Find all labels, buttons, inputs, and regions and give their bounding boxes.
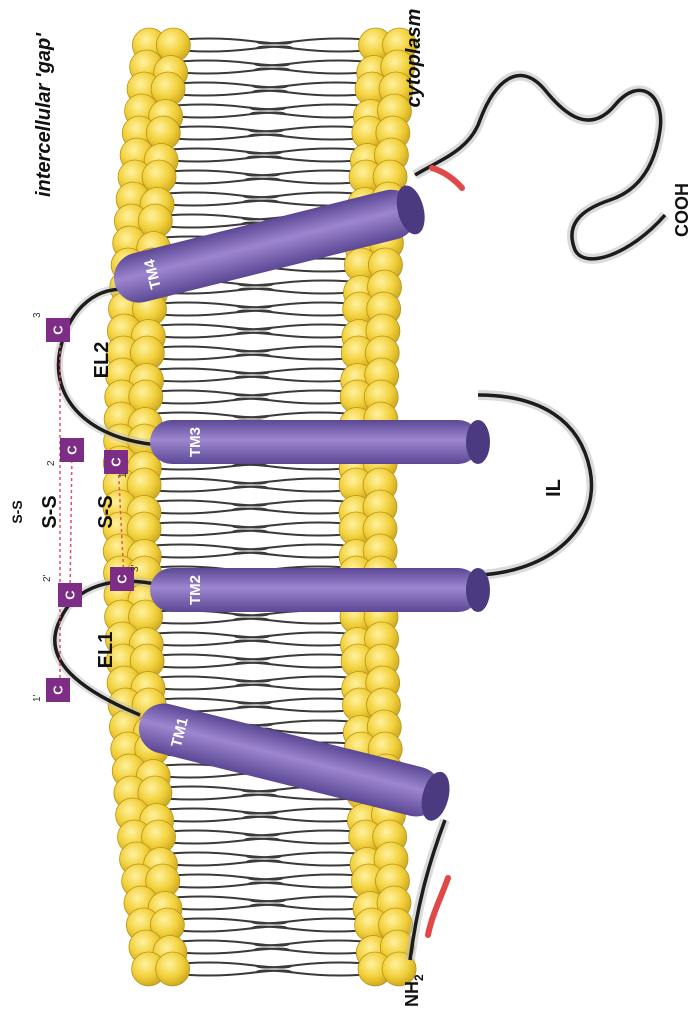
helix-tm1: TM1 bbox=[134, 698, 455, 823]
helix-tm2: TM2 bbox=[150, 568, 490, 612]
cysteine-1-prime: C 1' bbox=[32, 678, 70, 702]
ss-bond-middle-label: S-S bbox=[39, 495, 61, 528]
lipid-bilayer bbox=[103, 28, 417, 986]
n-terminus bbox=[410, 820, 445, 960]
il-loop bbox=[478, 395, 592, 575]
ss-bond-outer-label: S-S bbox=[9, 500, 25, 523]
el2-label: EL2 bbox=[91, 342, 113, 379]
svg-text:C: C bbox=[50, 325, 65, 335]
helix-label: TM3 bbox=[187, 427, 204, 457]
svg-text:C: C bbox=[50, 685, 65, 695]
cysteine-2: C 2 bbox=[46, 438, 84, 466]
n-terminus-highlight bbox=[428, 878, 448, 935]
svg-text:C: C bbox=[64, 445, 79, 455]
lipid-head bbox=[156, 952, 190, 986]
svg-text:3': 3' bbox=[130, 564, 141, 572]
svg-text:C: C bbox=[62, 590, 77, 600]
intercellular-gap-label: intercellular 'gap' bbox=[33, 32, 55, 197]
il-label: IL bbox=[543, 479, 565, 497]
cysteine-2-prime: C 2' bbox=[42, 574, 82, 607]
cooh-label: COOH bbox=[672, 183, 692, 237]
svg-text:2': 2' bbox=[42, 574, 53, 582]
c-terminus-highlight bbox=[432, 168, 462, 188]
ss-bond-inner-label: S-S bbox=[95, 495, 117, 528]
ss-bond-middle bbox=[70, 450, 72, 595]
transmembrane-helices: TM1 TM2 TM3 TM4 bbox=[109, 183, 490, 824]
svg-text:1': 1' bbox=[32, 694, 43, 702]
helix-label: TM2 bbox=[187, 575, 204, 605]
cysteine-3: C 3 bbox=[32, 312, 70, 342]
cytoplasm-label: cytoplasm bbox=[403, 9, 425, 108]
helix-tm3: TM3 bbox=[150, 420, 490, 464]
svg-text:2: 2 bbox=[46, 460, 57, 466]
svg-text:1: 1 bbox=[118, 472, 129, 478]
c-terminus bbox=[415, 76, 665, 259]
svg-text:C: C bbox=[108, 457, 123, 467]
c-terminus-line bbox=[415, 76, 665, 259]
cysteine-1: C 1 bbox=[104, 450, 129, 478]
svg-text:C: C bbox=[114, 574, 129, 584]
svg-text:3: 3 bbox=[32, 312, 43, 318]
il-loop-line bbox=[478, 395, 592, 575]
el1-label: EL1 bbox=[95, 632, 117, 669]
